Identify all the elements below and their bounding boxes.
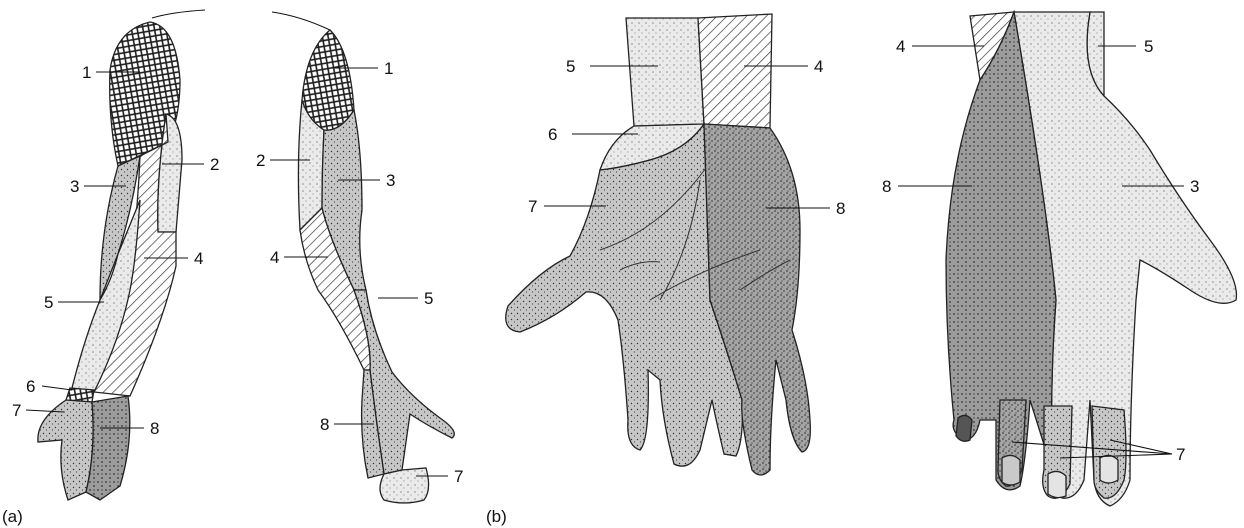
label-dorsum-8: 8 [882,177,891,196]
label-dorsum-4: 4 [896,37,905,56]
label-dorsum-7: 7 [1176,445,1185,464]
label-palm-5: 5 [566,57,575,76]
arm-anterior [38,10,205,500]
label-4: 4 [194,249,203,268]
label-palm-6: 6 [548,125,557,144]
label-8-back: 8 [320,415,329,434]
panel-label-a: (a) [2,507,23,526]
label-3: 3 [70,177,79,196]
label-5-back: 5 [424,289,433,308]
nail-index [956,415,972,441]
label-3-back: 3 [386,171,395,190]
label-2: 2 [210,155,219,174]
nail-little [1100,455,1118,483]
wrist-region-5 [626,18,704,126]
shoulder-line [152,10,205,18]
label-7: 7 [12,401,21,420]
label-7-back: 7 [454,467,463,486]
label-dorsum-5: 5 [1144,37,1153,56]
hand-palmar [506,14,811,475]
label-2-back: 2 [256,151,265,170]
hand-dorsal [946,12,1236,506]
shoulder-line-back [272,12,330,30]
label-palm-8: 8 [836,199,845,218]
region-7-front [38,400,93,500]
region-7-back [380,468,429,503]
label-dorsum-3: 3 [1190,177,1199,196]
label-palm-7: 7 [528,197,537,216]
dorsum-region-7c [1092,406,1126,498]
region-8-front [86,396,130,500]
label-4-back: 4 [270,248,279,267]
label-1-back: 1 [384,59,393,78]
panel-label-b: (b) [486,507,507,526]
region-1-back [302,30,354,130]
label-8: 8 [150,419,159,438]
label-1: 1 [82,63,91,82]
label-6: 6 [26,377,35,396]
label-palm-4: 4 [814,57,823,76]
nail-ring [1048,471,1066,497]
nail-middle [1002,455,1020,485]
label-5: 5 [44,293,53,312]
wrist-region-4 [698,14,772,128]
